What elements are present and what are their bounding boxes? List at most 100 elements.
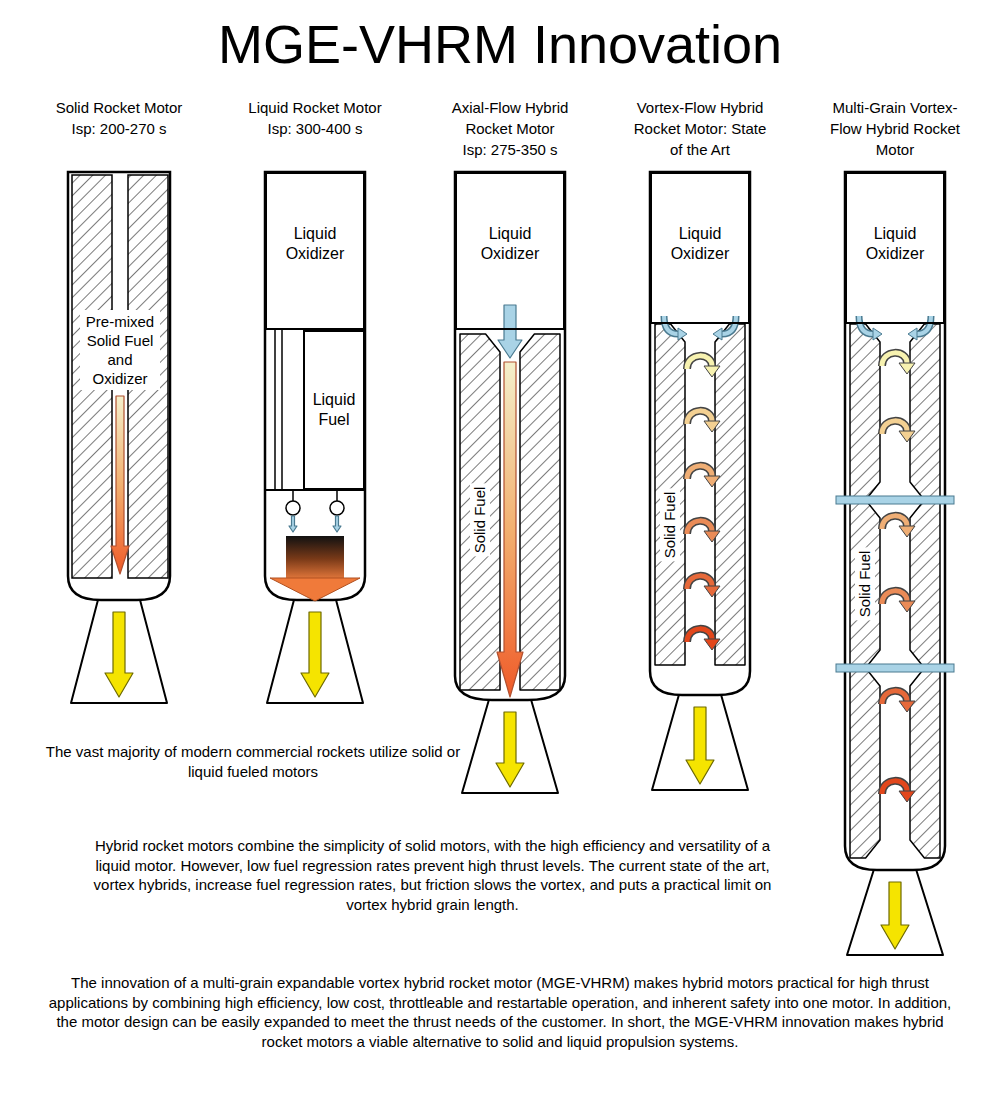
injector-arrow-outline (664, 316, 678, 334)
nozzle (462, 696, 558, 793)
vortex-arrow-head (899, 431, 915, 442)
injector-arrow-head (713, 328, 722, 340)
injector-ring (836, 664, 954, 672)
valve-line (336, 490, 338, 501)
vortex-arrow-head (899, 601, 915, 612)
solid-fuel-grain (910, 324, 940, 500)
oxidizer-tank: Liquid Oxidizer (265, 172, 365, 330)
solid-fuel-grain (460, 334, 500, 690)
vortex-arrow-head (704, 366, 720, 377)
motor-casing (265, 172, 365, 600)
solid-fuel-grain (850, 668, 880, 858)
nozzle (847, 866, 943, 955)
motor-casing (845, 172, 945, 870)
exhaust-arrow (881, 882, 909, 949)
injector-arrow-outline (722, 316, 736, 334)
exhaust-arrow (496, 712, 524, 787)
rocket-motor: Liquid OxidizerSolid Fuel Axial-Flow Hybr… (430, 97, 590, 793)
motor-casing (455, 172, 565, 700)
grain-label: Solid Fuel (470, 484, 490, 557)
injector-arrow (917, 316, 931, 334)
injector-ring (836, 496, 954, 504)
oxidizer-pipe (281, 330, 283, 490)
solid-fuel-grain (520, 334, 560, 690)
injector-arrow (722, 316, 736, 334)
oxidizer-tank: Liquid Oxidizer (845, 172, 945, 324)
vortex-arrow-head (899, 791, 915, 802)
valve-line (292, 490, 294, 501)
solid-fuel-grain (850, 324, 880, 500)
solid-fuel-grain (715, 324, 745, 665)
isp-value: Isp: 200-270 s (47, 118, 191, 139)
vortex-arrow-head (899, 701, 915, 712)
isp-value: Isp: 275-350 s (438, 139, 582, 160)
solid-fuel-grain (910, 668, 940, 858)
solid-fuel-grain: Pre-mixed Solid Fuel and Oxidizer (72, 175, 168, 578)
motor-heading: Axial-Flow Hybrid Rocket Motor (438, 97, 582, 139)
vortex-arrow-head (899, 526, 915, 537)
exhaust-arrow (301, 612, 329, 697)
motor-heading: Solid Rocket Motor (47, 97, 191, 118)
motor-heading: Vortex-Flow Hybrid Rocket Motor: State o… (628, 97, 772, 160)
nozzle (71, 596, 167, 703)
combustion-arrow (497, 362, 523, 697)
fuel-tank: Liquid Fuel (303, 330, 365, 490)
exhaust-arrow (105, 612, 133, 697)
solid-fuel-grain (850, 500, 880, 668)
nozzle (652, 691, 748, 790)
combustion-arrow (111, 396, 129, 574)
solid-fuel-grain: Solid Fuel (850, 500, 880, 668)
tank-label: Liquid Oxidizer (853, 224, 937, 264)
note-text: The innovation of a multi-grain expandab… (40, 973, 960, 1051)
solid-fuel-grain (655, 324, 685, 665)
injector-arrow-head (908, 328, 917, 340)
combustion-flame (270, 578, 360, 601)
solid-fuel-grain: Solid Fuel (460, 334, 500, 690)
title: MGE-VHRM Innovation (0, 12, 1000, 76)
grain-label: Solid Fuel (660, 489, 680, 562)
grain-label: Pre-mixed Solid Fuel and Oxidizer (80, 310, 160, 390)
vortex-arrow-head (704, 476, 720, 487)
motor-heading: Multi-Grain Vortex-Flow Hybrid Rocket Mo… (823, 97, 967, 160)
rocket-motor: Liquid OxidizerSolid Fuel Multi-Grain Vor… (815, 97, 975, 955)
solid-fuel-grain: Solid Fuel (655, 324, 685, 665)
valve (286, 501, 300, 515)
injector-arrow-outline (859, 316, 873, 334)
propellant-flow-arrow (333, 516, 341, 532)
injector-arrow-head (678, 328, 687, 340)
note-text: Hybrid rocket motors combine the simplic… (80, 836, 785, 914)
injector-arrow-outline (917, 316, 931, 334)
exhaust-arrow (686, 707, 714, 784)
tank-label: Liquid Oxidizer (273, 224, 357, 264)
injector-arrow (664, 316, 678, 334)
tank-label: Liquid Fuel (311, 390, 357, 430)
injector-arrow (859, 316, 873, 334)
vortex-arrow-head (704, 586, 720, 597)
oxidizer-flow-arrow (498, 305, 522, 358)
motor-casing (650, 172, 750, 695)
tank-label: Liquid Oxidizer (658, 224, 742, 264)
oxidizer-tank: Liquid Oxidizer (650, 172, 750, 324)
vortex-arrow-head (704, 421, 720, 432)
tank-label: Liquid Oxidizer (463, 224, 557, 264)
grain-label: Solid Fuel (855, 548, 875, 621)
rocket-motor: Liquid OxidizerSolid Fuel Vortex-Flow Hyb… (620, 97, 780, 790)
motor-heading: Liquid Rocket Motor (243, 97, 387, 118)
valve (330, 501, 344, 515)
oxidizer-tank: Liquid Oxidizer (455, 172, 565, 330)
nozzle (267, 596, 363, 703)
rocket-motor: Pre-mixed Solid Fuel and Oxidizer Solid R… (39, 97, 199, 703)
injector-arrow-head (873, 328, 882, 340)
rocket-motor: Liquid OxidizerLiquid Fuel Liquid Rocket … (235, 97, 395, 703)
motor-casing (68, 172, 170, 600)
combustion-chamber (286, 536, 344, 582)
note-text: The vast majority of modern commercial r… (38, 742, 468, 781)
propellant-flow-arrow (289, 516, 297, 532)
vortex-arrow-head (899, 363, 915, 374)
vortex-arrow-head (704, 531, 720, 542)
isp-value: Isp: 300-400 s (243, 118, 387, 139)
solid-fuel-grain (910, 500, 940, 668)
vortex-arrow-head (704, 639, 720, 650)
oxidizer-pipe (274, 330, 276, 490)
